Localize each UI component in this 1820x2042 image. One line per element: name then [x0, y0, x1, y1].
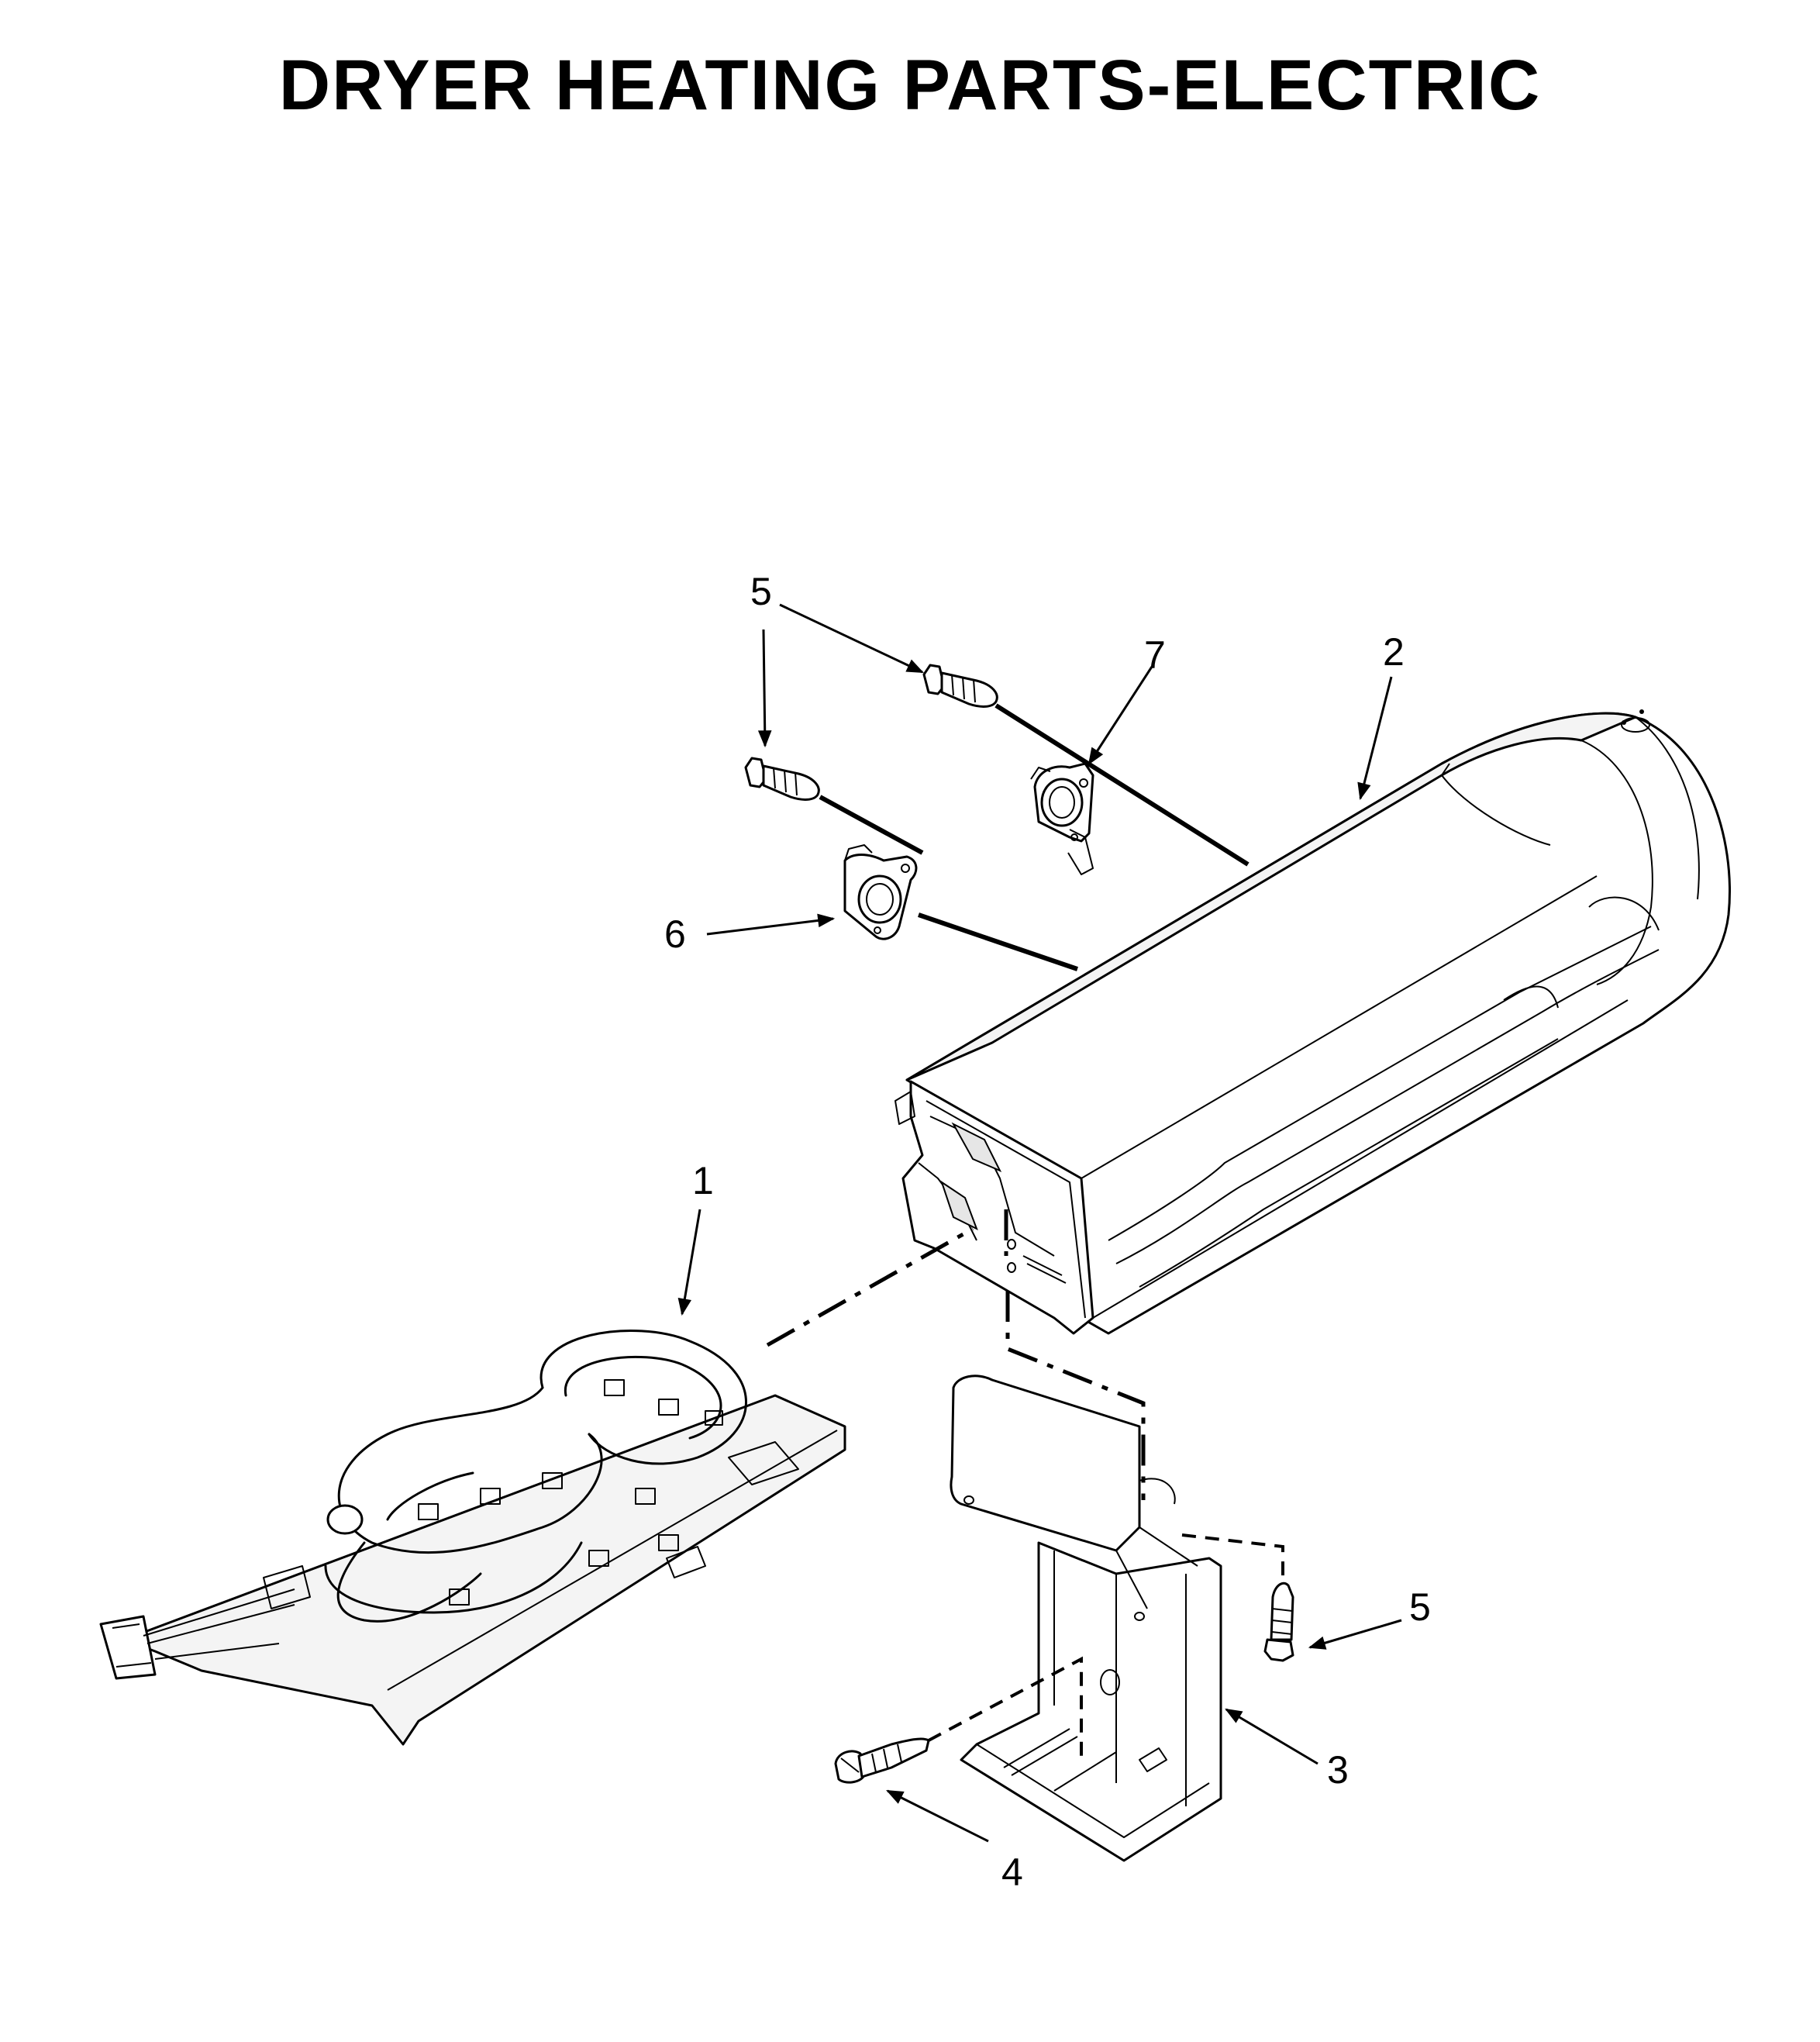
- callout-5-upper: 5: [750, 570, 772, 613]
- screw-5-left[interactable]: [744, 757, 820, 801]
- heater-housing-part[interactable]: [894, 709, 1731, 1335]
- leader-1: [677, 1209, 701, 1316]
- leader-5-lower: [1308, 1619, 1402, 1650]
- callout-7: 7: [1144, 633, 1166, 677]
- leader-6: [706, 913, 836, 936]
- assembly-lines: [766, 703, 1284, 1764]
- thermostat-7-part[interactable]: [1030, 762, 1094, 875]
- callout-3: 3: [1327, 1748, 1349, 1792]
- callout-1: 1: [692, 1159, 714, 1202]
- screw-5-lower[interactable]: [1263, 1582, 1294, 1662]
- screw-5-upper[interactable]: [922, 664, 998, 708]
- mounting-bracket-part[interactable]: [950, 1375, 1222, 1862]
- leader-3: [1225, 1708, 1318, 1765]
- leader-5-left: [757, 629, 772, 748]
- leader-7: [1088, 666, 1153, 765]
- callout-labels: 5 5 7 2 6 1 5 3 4: [664, 570, 1431, 1894]
- leader-arrows: [677, 603, 1402, 1843]
- thermostat-6-part[interactable]: [843, 844, 918, 940]
- callout-2: 2: [1383, 630, 1405, 674]
- screw-4[interactable]: [834, 1737, 930, 1784]
- heating-element-part[interactable]: [99, 1330, 846, 1746]
- diagram-title: DRYER HEATING PARTS-ELECTRIC: [278, 46, 1542, 125]
- callout-5-lower: 5: [1409, 1585, 1431, 1629]
- leader-4: [886, 1789, 989, 1843]
- leader-5-upper: [779, 603, 924, 674]
- callout-4: 4: [1001, 1851, 1023, 1894]
- leader-2: [1357, 676, 1393, 801]
- callout-6: 6: [664, 912, 686, 956]
